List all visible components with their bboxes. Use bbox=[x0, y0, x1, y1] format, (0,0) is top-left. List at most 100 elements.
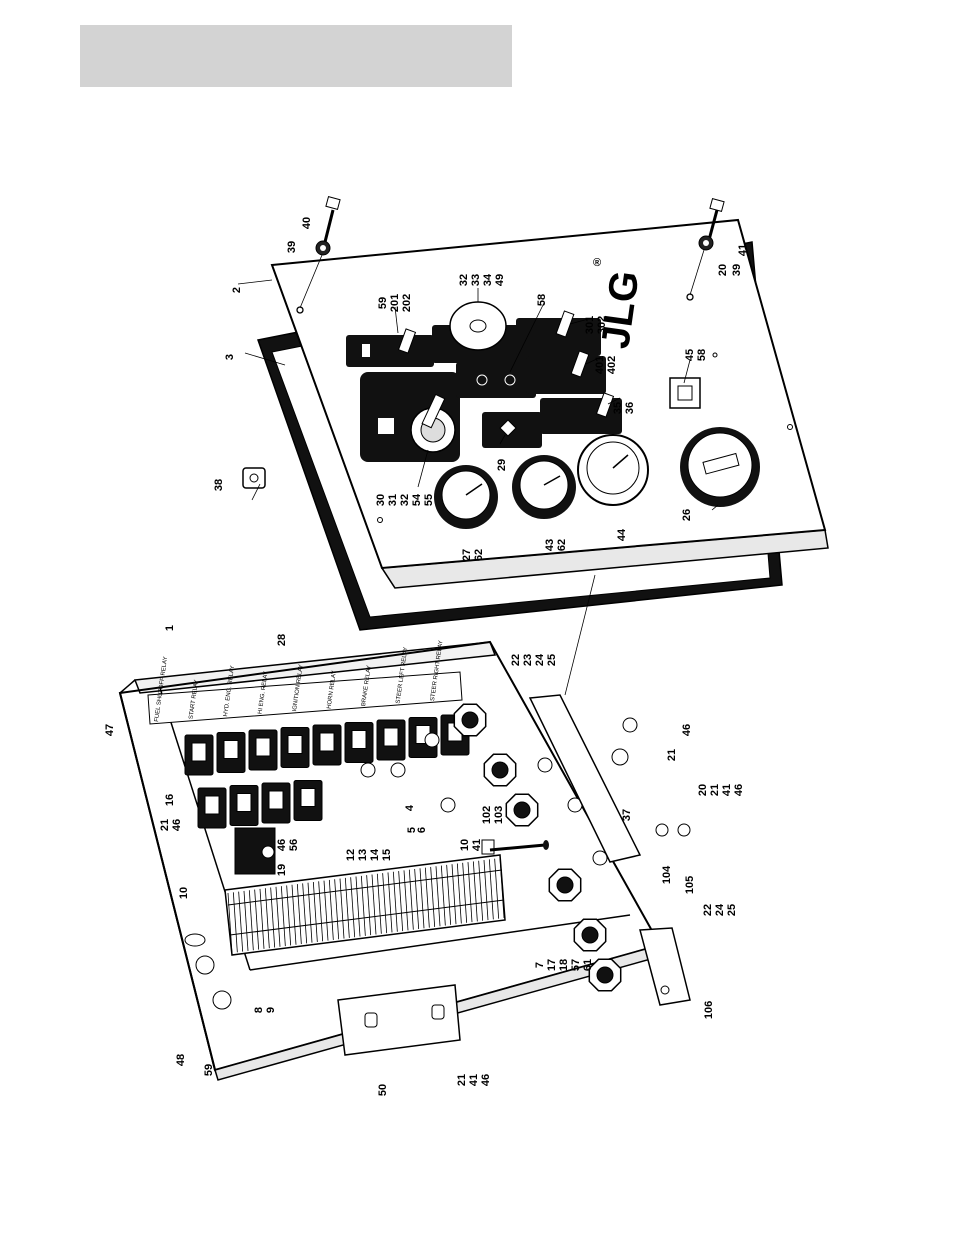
terminal-block bbox=[392, 871, 398, 932]
callout-c58a: 58 bbox=[536, 294, 548, 306]
callout-c22a: 22 bbox=[510, 654, 522, 666]
cord-grip-center bbox=[556, 876, 574, 894]
toggle-switch[interactable] bbox=[555, 310, 575, 338]
terminal-block bbox=[456, 863, 462, 924]
callout-c47: 47 bbox=[104, 724, 116, 736]
gauge-temperature bbox=[512, 455, 576, 519]
cord-grip-center bbox=[581, 926, 599, 944]
callout-c49: 49 bbox=[494, 274, 506, 286]
header-bar bbox=[80, 25, 512, 87]
callout-c14: 14 bbox=[369, 848, 381, 861]
callout-c103: 103 bbox=[493, 806, 505, 824]
callout-c5: 5 bbox=[406, 827, 418, 833]
callout-c21b: 21 bbox=[709, 784, 721, 796]
cover-knob[interactable] bbox=[431, 1004, 445, 1020]
terminal-block bbox=[264, 888, 270, 949]
terminal-block bbox=[451, 864, 457, 925]
terminal-block bbox=[275, 886, 281, 947]
relay-label: BRAKE RELAY bbox=[361, 665, 373, 707]
terminal-block bbox=[499, 857, 505, 919]
callout-c20a: 20 bbox=[717, 264, 729, 276]
terminal-block bbox=[270, 887, 276, 948]
callout-c10a: 10 bbox=[459, 839, 471, 851]
terminal-strip bbox=[224, 854, 506, 956]
terminal-block bbox=[360, 875, 366, 936]
callout-c30: 30 bbox=[375, 494, 387, 506]
decal-lift bbox=[516, 318, 601, 356]
relay-terminal bbox=[191, 742, 207, 762]
callout-c10b: 10 bbox=[178, 887, 190, 899]
callout-c32a: 32 bbox=[458, 274, 470, 286]
callout-c46c: 46 bbox=[171, 819, 183, 831]
callout-c43: 43 bbox=[544, 539, 556, 551]
terminal-block bbox=[344, 877, 350, 938]
terminal-block bbox=[323, 880, 329, 941]
terminal-block bbox=[232, 892, 238, 953]
gauge-fuel bbox=[434, 465, 498, 529]
leader-lines bbox=[237, 279, 719, 696]
toggle-switch[interactable] bbox=[570, 350, 590, 378]
callout-c35: 35 bbox=[612, 402, 624, 414]
callout-c18: 18 bbox=[558, 959, 570, 971]
cover-knob[interactable] bbox=[364, 1012, 378, 1028]
bolt bbox=[481, 839, 549, 855]
callout-c62b: 62 bbox=[556, 539, 568, 551]
relay-terminal bbox=[236, 793, 252, 812]
terminal-block bbox=[430, 866, 436, 927]
callout-c4: 4 bbox=[404, 804, 416, 811]
callout-c59a: 59 bbox=[377, 297, 389, 309]
screw bbox=[299, 196, 341, 309]
callout-c12: 12 bbox=[345, 849, 357, 861]
callout-c302: 302 bbox=[596, 316, 608, 334]
terminal-block bbox=[291, 884, 297, 945]
terminal-block bbox=[334, 879, 340, 940]
callout-c8: 8 bbox=[253, 1007, 265, 1013]
terminal-block bbox=[248, 890, 254, 951]
callout-c55: 55 bbox=[423, 494, 435, 506]
screw bbox=[689, 198, 725, 296]
terminal-block bbox=[398, 871, 404, 932]
callout-c57: 57 bbox=[570, 959, 582, 971]
decal-swing bbox=[526, 356, 606, 394]
callout-c41d: 41 bbox=[468, 1074, 480, 1086]
callout-c38: 38 bbox=[213, 479, 225, 491]
callout-c15: 15 bbox=[381, 849, 393, 861]
terminal-block bbox=[408, 869, 414, 930]
relays bbox=[184, 714, 470, 829]
callout-c23: 23 bbox=[522, 654, 534, 666]
terminal-block bbox=[387, 872, 393, 933]
toggle-switch[interactable] bbox=[595, 392, 615, 418]
callout-c46a: 46 bbox=[681, 724, 693, 736]
callout-c21d: 21 bbox=[456, 1074, 468, 1086]
callout-c401: 401 bbox=[594, 356, 606, 374]
callout-c29: 29 bbox=[496, 459, 508, 471]
terminal-block bbox=[355, 876, 361, 937]
relay-label: START RELAY bbox=[189, 679, 200, 719]
callout-c59b: 59 bbox=[203, 1064, 215, 1076]
callout-c48: 48 bbox=[175, 1054, 187, 1066]
callout-c2: 2 bbox=[231, 287, 243, 293]
callout-c62a: 62 bbox=[473, 549, 485, 561]
callout-c102: 102 bbox=[481, 806, 493, 824]
callout-c19: 19 bbox=[276, 864, 288, 876]
side-plug bbox=[195, 955, 215, 975]
indicator-light bbox=[499, 419, 517, 437]
callout-c20b: 20 bbox=[697, 784, 709, 796]
terminal-block bbox=[478, 860, 484, 921]
terminal-block bbox=[472, 861, 478, 922]
terminal-block bbox=[259, 888, 265, 949]
terminal-block bbox=[382, 873, 388, 934]
callout-c32b: 32 bbox=[399, 494, 411, 506]
relay-label: HI ENG. RELAY bbox=[258, 671, 270, 715]
callout-c9: 9 bbox=[265, 1007, 277, 1013]
terminal-block bbox=[286, 885, 292, 946]
terminal-block bbox=[302, 883, 308, 944]
callout-c24b: 24 bbox=[714, 903, 726, 916]
callout-c37: 37 bbox=[621, 809, 633, 821]
callout-c39a: 39 bbox=[286, 241, 298, 253]
terminal-block bbox=[403, 870, 409, 931]
callout-c39b: 39 bbox=[731, 264, 743, 276]
toggle-switch[interactable] bbox=[397, 328, 417, 354]
relay-terminal bbox=[204, 795, 220, 815]
